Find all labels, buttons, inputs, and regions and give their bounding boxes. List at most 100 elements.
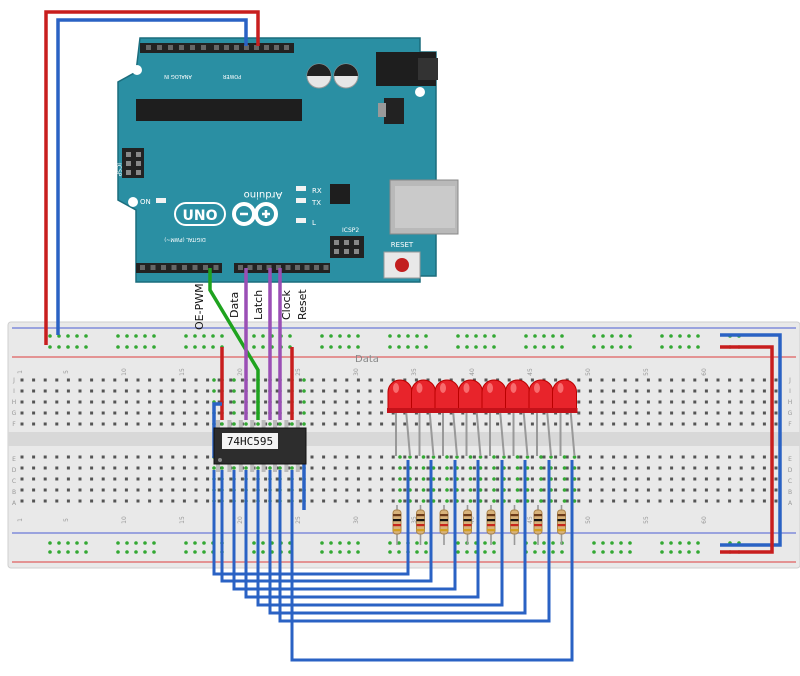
breadboard-hole (542, 499, 546, 503)
breadboard-hole (751, 466, 755, 470)
breadboard-hole-active (572, 466, 577, 470)
breadboard-hole (287, 389, 291, 393)
column-number-bottom: 60 (701, 516, 708, 524)
rail-hole (152, 550, 156, 554)
breadboard-hole (90, 488, 94, 492)
resistor-band (463, 514, 472, 517)
breadboard-hole (356, 477, 360, 481)
rail-hole (660, 541, 664, 545)
breadboard-hole (670, 400, 674, 404)
breadboard-hole (426, 499, 430, 503)
reset-signal-label: Reset (296, 289, 309, 320)
breadboard-hole (658, 378, 662, 382)
breadboard-hole (670, 488, 674, 492)
arduino-board: ANALOG IN POWER ICSP UNO (115, 37, 459, 283)
rail-hole (329, 550, 333, 554)
breadboard-hole (148, 422, 152, 426)
rail-hole (134, 345, 138, 349)
breadboard-hole (171, 411, 175, 415)
breadboard-hole (600, 488, 604, 492)
breadboard-hole (588, 477, 592, 481)
header-pin (171, 265, 177, 270)
breadboard-hole (229, 499, 233, 503)
breadboard-hole (298, 488, 302, 492)
rail-hole (406, 334, 410, 338)
rail-hole (388, 345, 392, 349)
breadboard-hole (298, 378, 302, 382)
output-wire (244, 460, 480, 599)
header-pin (314, 265, 319, 270)
header-pin (254, 45, 259, 50)
red-led-highlight (487, 383, 493, 393)
reset-button-cap[interactable] (395, 258, 409, 272)
breadboard-hole (78, 477, 82, 481)
breadboard-hole (43, 411, 47, 415)
breadboard-hole (20, 422, 24, 426)
breadboard-hole-active (220, 466, 224, 470)
breadboard-hole (171, 499, 175, 503)
breadboard-hole (356, 466, 360, 470)
breadboard-hole-active (256, 422, 260, 426)
microcontroller-chip (136, 99, 302, 121)
breadboard-hole (43, 422, 47, 426)
breadboard-hole (635, 488, 639, 492)
breadboard-hole (310, 400, 314, 404)
breadboard-hole (588, 378, 592, 382)
rail-hole (483, 345, 487, 349)
rail-hole (424, 550, 428, 554)
breadboard-hole (693, 422, 697, 426)
rail-hole (193, 345, 197, 349)
breadboard-hole (55, 378, 59, 382)
rail-hole (66, 541, 70, 545)
rail-hole (456, 345, 460, 349)
breadboard-hole (391, 422, 395, 426)
column-number-bottom: 5 (63, 518, 70, 522)
breadboard-hole (322, 389, 326, 393)
breadboard-hole (565, 466, 569, 470)
rail-hole (601, 345, 605, 349)
rail-hole (48, 345, 52, 349)
rail-hole (48, 541, 52, 545)
breadboard-hole (368, 400, 372, 404)
breadboard-hole (449, 477, 453, 481)
breadboard-hole (774, 477, 778, 481)
rail-hole (220, 334, 224, 338)
breadboard-hole (66, 499, 70, 503)
breadboard-hole (681, 422, 685, 426)
breadboard-hole (704, 455, 708, 459)
breadboard-hole (322, 422, 326, 426)
header-pin (264, 45, 269, 50)
rail-hole (202, 345, 206, 349)
header-pin (274, 45, 279, 50)
rail-hole (193, 550, 197, 554)
row-letter-left: A (12, 500, 17, 507)
rail-hole (660, 345, 664, 349)
breadboard-hole (588, 499, 592, 503)
rail-hole (57, 541, 61, 545)
breadboard-hole (252, 477, 256, 481)
breadboard-hole (577, 378, 581, 382)
breadboard-hole (124, 422, 128, 426)
breadboard-hole (345, 455, 349, 459)
resistor-band (487, 524, 495, 527)
header-pin (182, 265, 187, 270)
breadboard-hole (217, 488, 221, 492)
breadboard-hole (472, 499, 476, 503)
breadboard-hole (612, 488, 616, 492)
breadboard-hole (159, 488, 163, 492)
breadboard-hole-active (398, 466, 402, 470)
breadboard-hole (635, 389, 639, 393)
breadboard-hole (670, 422, 674, 426)
icsp-pin (136, 152, 141, 157)
rail-hole (320, 550, 324, 554)
reset-button[interactable] (383, 251, 421, 279)
breadboard-hole (670, 455, 674, 459)
icsp-pin (126, 170, 131, 175)
breadboard-hole (136, 488, 140, 492)
breadboard-hole (391, 488, 395, 492)
breadboard-hole (333, 411, 337, 415)
row-letter-right: B (788, 489, 792, 496)
rail-hole (143, 334, 147, 338)
output-wire (232, 460, 457, 591)
breadboard-hole-active (290, 422, 294, 426)
